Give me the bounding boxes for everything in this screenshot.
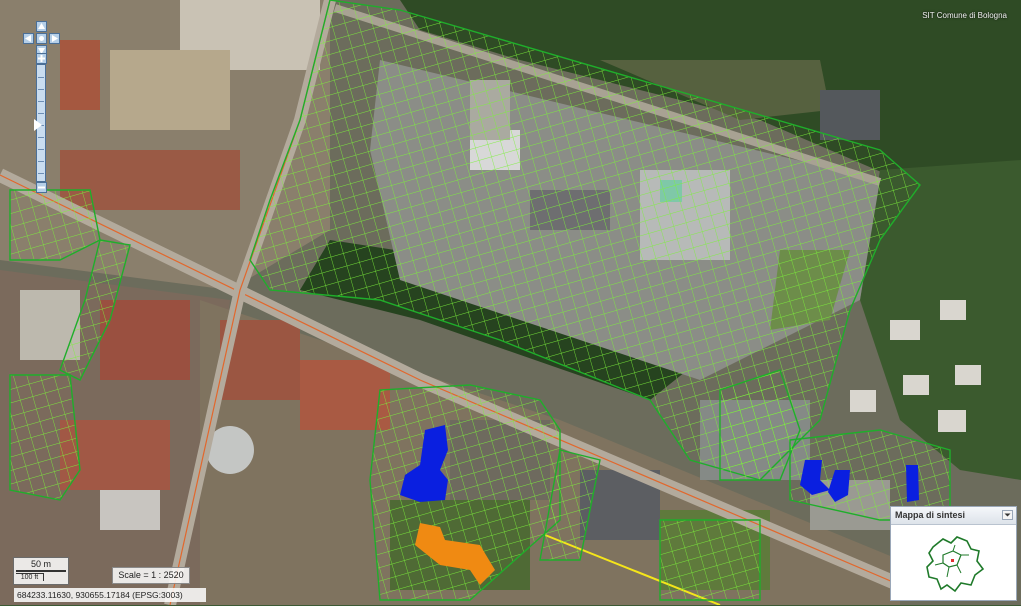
zoom-out-icon[interactable] — [36, 182, 47, 193]
overview-map-header: Mappa di sintesi — [891, 507, 1016, 525]
overview-map-title: Mappa di sintesi — [895, 510, 966, 520]
scale-bar-metric: 50 m — [16, 559, 66, 572]
mouse-coordinates: 684233.11630, 930655.17184 (EPSG:3003) — [14, 588, 206, 602]
pan-right-icon[interactable] — [49, 33, 60, 44]
overview-extent-marker — [951, 559, 954, 562]
scale-bar: 50 m 100 ft — [13, 557, 69, 585]
pan-left-icon[interactable] — [23, 33, 34, 44]
chevron-down-icon[interactable] — [1002, 510, 1013, 520]
overview-map-panel: Mappa di sintesi — [890, 506, 1017, 601]
scale-ratio: Scale = 1 : 2520 — [112, 567, 190, 584]
pan-up-icon[interactable] — [36, 21, 47, 32]
map-attribution: SIT Comune di Bologna — [922, 11, 1007, 20]
scale-bar-imperial: 100 ft — [16, 573, 44, 581]
zoom-in-icon[interactable] — [36, 53, 47, 64]
overview-map-thumbnail[interactable] — [891, 525, 1016, 601]
zoom-slider[interactable] — [34, 64, 46, 182]
zoom-world-icon[interactable] — [36, 33, 47, 44]
zoom-slider-handle[interactable] — [34, 119, 42, 131]
